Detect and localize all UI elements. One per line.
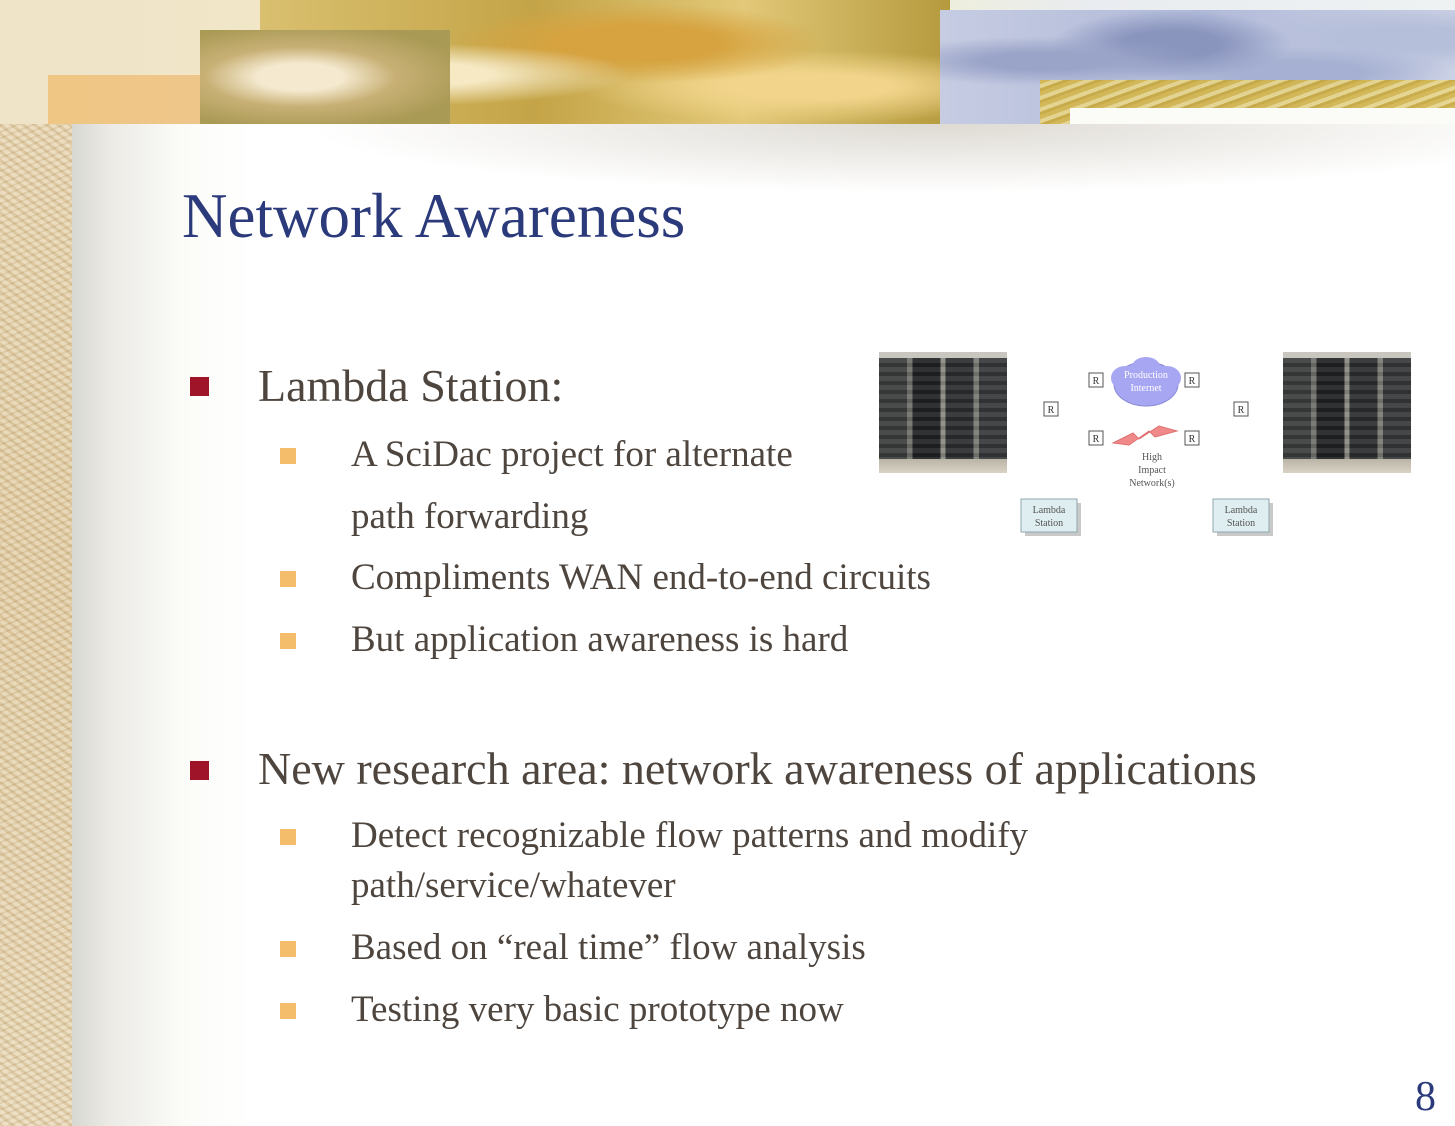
header-collage-banner — [0, 0, 1455, 124]
bullet-lambda-station: Lambda Station: — [258, 360, 564, 411]
bullet-new-research-area: New research area: network awareness of … — [258, 743, 1257, 794]
svg-text:R: R — [1189, 376, 1196, 387]
banner-shadow — [300, 124, 1455, 194]
sub-bullet-square-icon — [280, 633, 296, 649]
production-internet-cloud: Production Internet — [1111, 357, 1181, 407]
router-icon: R — [1184, 372, 1200, 388]
sub-bullet-square-icon — [280, 448, 296, 464]
sub-bullet-real-time: Based on “real time” flow analysis — [351, 927, 866, 968]
server-racks-image-right — [1283, 352, 1411, 473]
sub-bullet-square-icon — [280, 1003, 296, 1019]
cloud-label-production: Production — [1124, 370, 1168, 381]
svg-text:Lambda: Lambda — [1225, 505, 1258, 516]
svg-text:R: R — [1093, 376, 1100, 387]
server-racks-image-left — [879, 352, 1007, 473]
bullet-square-icon — [190, 761, 209, 780]
lambda-station-network-figure: Production Internet R R R R R R — [877, 351, 1413, 546]
slide-title: Network Awareness — [182, 181, 686, 251]
sub-bullet-scidac-continued: path forwarding — [351, 496, 589, 537]
network-label-high: High — [1142, 452, 1162, 463]
sub-bullet-square-icon — [280, 571, 296, 587]
sub-bullet-application-awareness: But application awareness is hard — [351, 619, 849, 660]
svg-text:Lambda: Lambda — [1033, 505, 1066, 516]
router-icon: R — [1088, 372, 1104, 388]
sub-bullet-square-icon — [280, 829, 296, 845]
router-icon: R — [1088, 430, 1104, 446]
svg-text:R: R — [1048, 405, 1055, 416]
sub-bullet-square-icon — [280, 941, 296, 957]
svg-text:Station: Station — [1035, 518, 1063, 529]
sub-bullet-compliments: Compliments WAN end-to-end circuits — [351, 557, 931, 598]
sub-bullet-prototype: Testing very basic prototype now — [351, 989, 844, 1030]
network-label-networks: Network(s) — [1129, 478, 1175, 489]
svg-text:R: R — [1238, 405, 1245, 416]
page-number: 8 — [1415, 1074, 1436, 1120]
lambda-station-box-left: Lambda Station — [1020, 498, 1081, 536]
lightning-icon — [1111, 425, 1179, 446]
sub-bullet-scidac: A SciDac project for alternate — [351, 434, 793, 475]
sub-bullet-detect-patterns: Detect recognizable flow patterns and mo… — [351, 815, 1029, 856]
cloud-label-internet: Internet — [1130, 383, 1161, 394]
svg-text:R: R — [1093, 434, 1100, 445]
bullet-square-icon — [190, 377, 209, 396]
svg-text:Station: Station — [1227, 518, 1255, 529]
textured-side-strip — [0, 0, 72, 1126]
network-diagram: Production Internet R R R R R R — [1020, 357, 1273, 536]
banner-edge — [1070, 108, 1455, 124]
network-label-impact: Impact — [1138, 465, 1166, 476]
slide-body — [72, 124, 1455, 1126]
sub-bullet-detect-patterns-continued: path/service/whatever — [351, 865, 676, 906]
banner-star-leaf-block — [200, 30, 450, 124]
router-icon: R — [1043, 401, 1059, 417]
router-icon: R — [1184, 430, 1200, 446]
svg-text:R: R — [1189, 434, 1196, 445]
lambda-station-box-right: Lambda Station — [1212, 498, 1273, 536]
router-icon: R — [1233, 401, 1249, 417]
